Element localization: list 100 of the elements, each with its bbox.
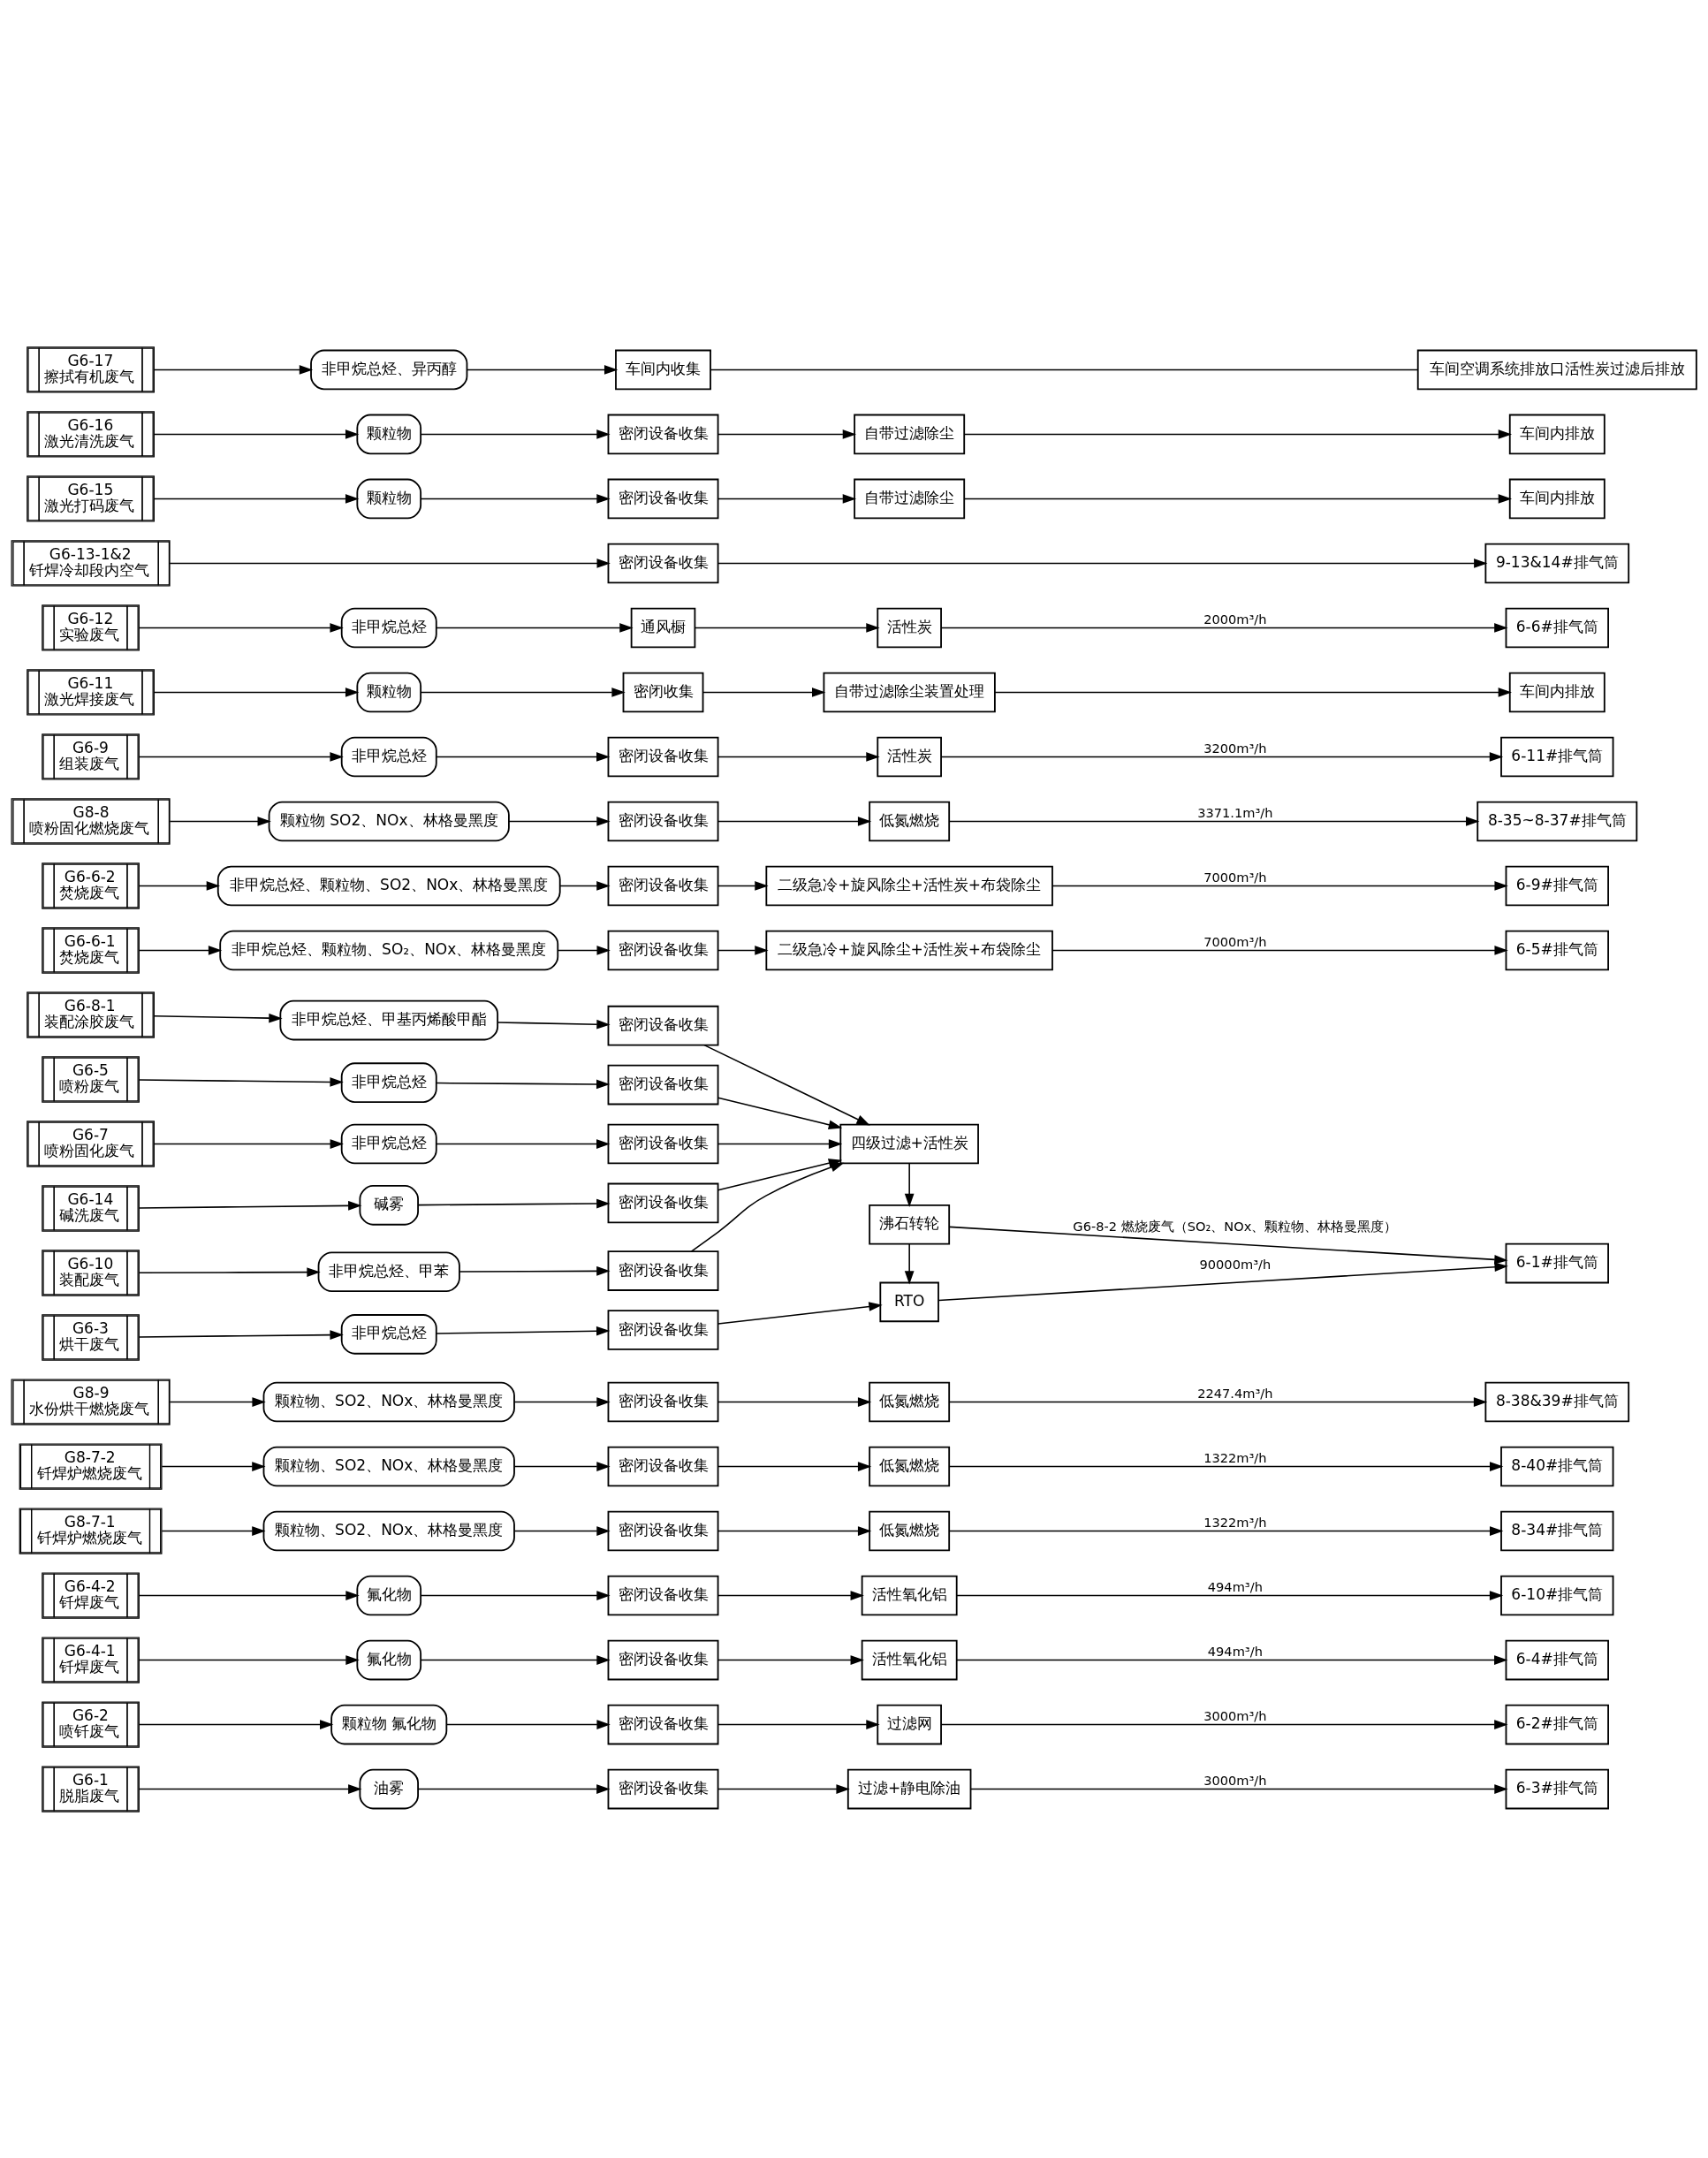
node-box: 非甲烷总烃、甲基丙烯酸甲酯	[279, 999, 499, 1040]
node-box: 密闭设备收集	[607, 1005, 719, 1045]
arrow	[717, 1138, 843, 1149]
edge-label: 7000m³/h	[1203, 933, 1267, 949]
node-box: 6-11#排气筒	[1500, 736, 1614, 777]
node-box: 过滤+静电除油	[846, 1768, 972, 1809]
arrow	[161, 1461, 266, 1471]
arrow	[904, 1162, 915, 1207]
arrow	[153, 429, 360, 439]
arrow	[994, 687, 1512, 697]
node-box: 6-6#排气筒	[1505, 607, 1609, 648]
edge-label: 494m³/h	[1207, 1643, 1263, 1659]
arrow	[717, 1719, 880, 1729]
arrow	[153, 1138, 344, 1149]
arrow	[138, 1654, 360, 1665]
arrow	[467, 364, 619, 375]
edge-label: G6-8-2 燃烧废气（SO₂、NOx、颗粒物、林格曼黑度）	[1073, 1218, 1398, 1234]
node-box: 密闭设备收集	[607, 1575, 719, 1615]
connector	[710, 369, 1419, 370]
arrow	[717, 751, 880, 762]
arrow	[690, 1162, 845, 1252]
arrow	[940, 622, 1508, 633]
node-box: 密闭设备收集	[607, 1064, 719, 1105]
node-box: 密闭设备收集	[607, 1639, 719, 1680]
edge-label: 2247.4m³/h	[1197, 1385, 1273, 1401]
arrow	[420, 1590, 611, 1600]
node-box: 非甲烷总烃	[340, 736, 437, 777]
node-box: 颗粒物	[356, 672, 422, 712]
node-box: 8-38&39#排气筒	[1484, 1381, 1630, 1422]
arrow	[938, 1261, 1508, 1301]
edge-label: 1322m³/h	[1203, 1514, 1267, 1530]
node-box: 活性氧化铝	[861, 1575, 958, 1615]
arrow	[717, 1396, 872, 1407]
node-box: 自带过滤除尘	[854, 414, 966, 454]
node-box: 密闭设备收集	[607, 1250, 719, 1291]
node-box: 活性炭	[877, 736, 942, 777]
node-box: 6-5#排气筒	[1505, 930, 1609, 970]
arrow	[169, 558, 611, 568]
node-box: 密闭设备收集	[607, 801, 719, 841]
arrow	[970, 1783, 1508, 1794]
node-box: 车间内排放	[1508, 672, 1606, 712]
arrow	[153, 364, 314, 375]
node-box: 颗粒物、SO2、NOx、林格曼黑度	[262, 1446, 515, 1486]
arrow	[436, 751, 611, 762]
edge-label: 3000m³/h	[1203, 1707, 1267, 1723]
arrow	[963, 429, 1513, 439]
edge-label: 2000m³/h	[1203, 611, 1267, 627]
arrow	[417, 1783, 611, 1794]
arrow	[513, 1525, 611, 1536]
node-box: 密闭设备收集	[607, 1123, 719, 1164]
arrow	[559, 880, 611, 891]
node-box: 车间内排放	[1508, 478, 1606, 519]
node-box: 6-3#排气筒	[1505, 1768, 1609, 1809]
arrow	[717, 945, 769, 955]
node-box: 碱雾	[359, 1184, 419, 1226]
node-box: 二级急冷+旋风除尘+活性炭+布袋除尘	[765, 865, 1053, 906]
arrow	[963, 493, 1513, 504]
arrow	[717, 1590, 864, 1600]
arrow	[445, 1719, 611, 1729]
node-box: 密闭设备收集	[607, 1446, 719, 1486]
arrow	[717, 429, 857, 439]
arrow	[138, 945, 223, 955]
node-box: 密闭设备收集	[607, 1309, 719, 1350]
node-box: 密闭设备收集	[607, 1510, 719, 1551]
arrow	[513, 1461, 611, 1471]
arrow	[717, 1654, 864, 1665]
arrow	[557, 945, 611, 955]
arrow	[153, 687, 360, 697]
node-box: 密闭设备收集	[607, 1182, 719, 1223]
arrow	[138, 1590, 360, 1600]
arrow	[138, 1329, 344, 1340]
node-box: 低氮燃烧	[869, 1446, 951, 1486]
node-box: 非甲烷总烃、颗粒物、SO₂、NOx、林格曼黑度	[219, 930, 559, 970]
arrow	[717, 1783, 850, 1794]
arrow	[948, 1396, 1488, 1407]
arrow	[956, 1654, 1508, 1665]
arrow	[1051, 945, 1508, 955]
arrow	[138, 622, 344, 633]
node-box: 6-2#排气筒	[1505, 1704, 1609, 1744]
node-box: 密闭设备收集	[607, 478, 719, 519]
edge-label: 1322m³/h	[1203, 1449, 1267, 1465]
node-box: 非甲烷总烃	[340, 1123, 437, 1164]
edge-label: 3000m³/h	[1203, 1772, 1267, 1788]
arrow	[717, 816, 872, 826]
node-box: 颗粒物、SO2、NOx、林格曼黑度	[262, 1381, 515, 1422]
node-box: 通风橱	[630, 607, 696, 648]
node-box: 颗粒物	[356, 414, 422, 454]
arrow	[138, 1783, 362, 1794]
edge-label: 3200m³/h	[1203, 740, 1267, 756]
arrow	[717, 880, 769, 891]
arrow	[717, 1461, 872, 1471]
node-box: 非甲烷总烃、颗粒物、SO2、NOx、林格曼黑度	[216, 865, 561, 906]
edge-label: 90000m³/h	[1199, 1256, 1272, 1272]
node-box: 密闭设备收集	[607, 1704, 719, 1744]
arrow	[138, 1719, 334, 1729]
node-box: 二级急冷+旋风除尘+活性炭+布袋除尘	[765, 930, 1053, 970]
node-box: 氟化物	[356, 1575, 422, 1615]
node-box: 密闭设备收集	[607, 414, 719, 454]
arrow	[703, 1044, 870, 1126]
arrow	[138, 751, 344, 762]
